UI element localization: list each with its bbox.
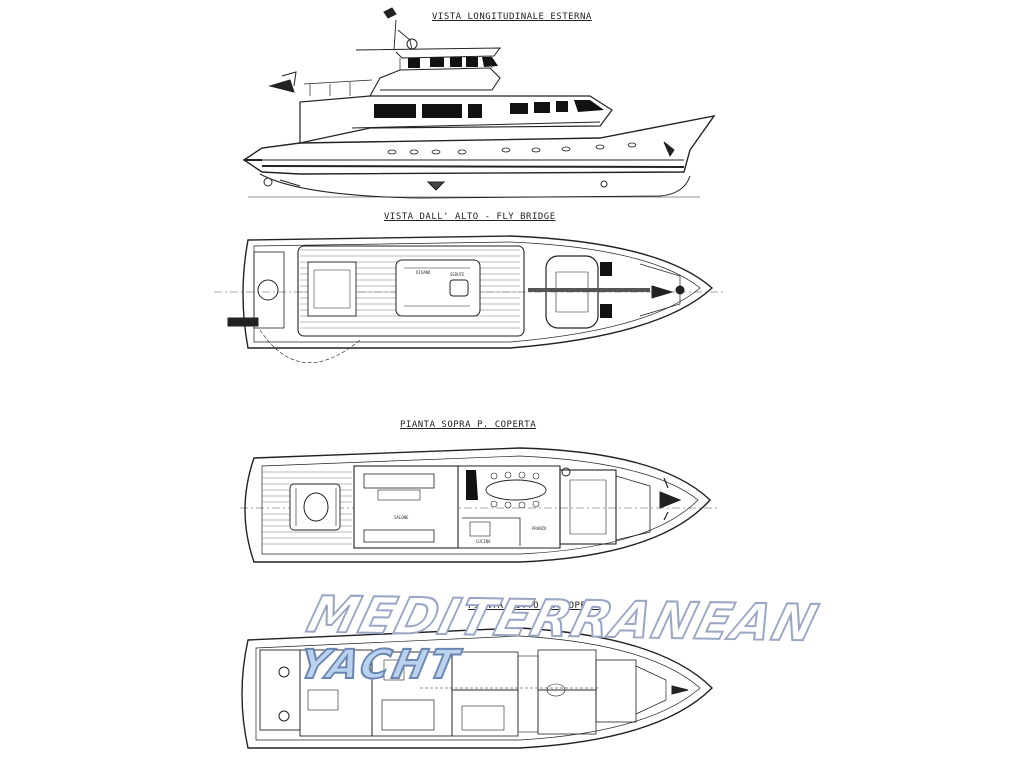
- galley-label: CUCINA: [476, 539, 491, 544]
- svg-text:DIVANO: DIVANO: [416, 270, 431, 275]
- lower-deck-plan: [241, 627, 713, 749]
- main-deck-plan-title: PIANTA SOPRA P. COPERTA: [400, 420, 537, 430]
- flybridge-view-title: VISTA DALL' ALTO - FLY BRIDGE: [384, 212, 556, 222]
- svg-text:SEDUTE: SEDUTE: [450, 272, 465, 277]
- profile-view: [242, 7, 716, 199]
- flybridge-plan: DIVANO SEDUTE: [214, 235, 724, 363]
- dining-label: PRANZO: [532, 526, 547, 531]
- saloon-label: SALONE: [394, 515, 409, 520]
- lower-deck-plan-title: PIANTA SOTTO P. COPERTA: [468, 601, 605, 611]
- main-deck-plan: SALONE PRANZO CUCINA: [240, 447, 720, 563]
- profile-view-title: VISTA LONGITUDINALE ESTERNA: [432, 12, 592, 22]
